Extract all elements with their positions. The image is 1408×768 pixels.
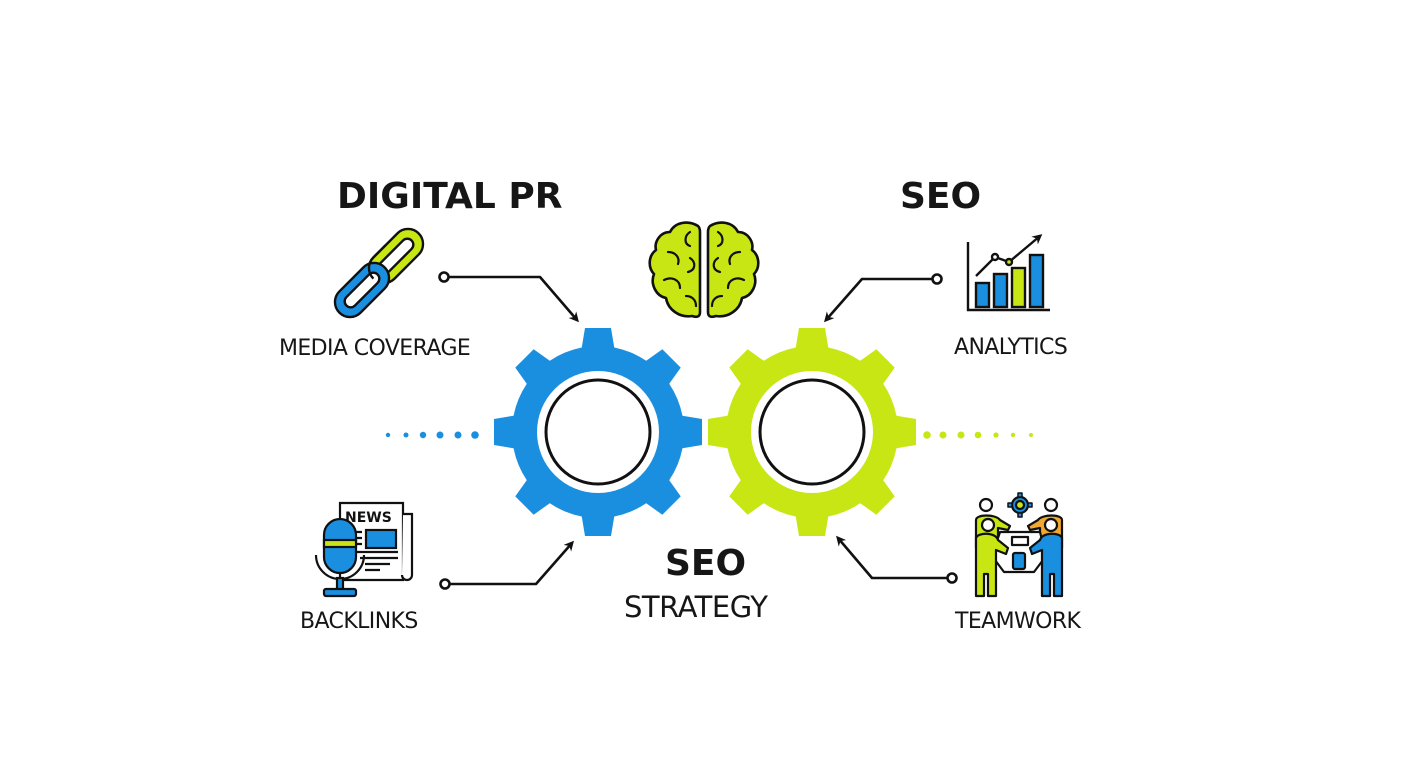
brain-icon	[648, 221, 760, 319]
seo-heading: SEO	[900, 176, 982, 217]
svg-text:NEWS: NEWS	[345, 510, 392, 526]
chain-link-icon	[333, 227, 425, 319]
news-microphone-icon: NEWS	[314, 501, 414, 598]
media-coverage-label: MEDIA COVERAGE	[279, 336, 471, 361]
backlinks-label: BACKLINKS	[300, 609, 418, 634]
connector-media-coverage	[438, 271, 579, 323]
center-seo-title: SEO	[665, 543, 747, 584]
center-strategy-subtitle: STRATEGY	[624, 590, 768, 624]
analytics-label: ANALYTICS	[954, 335, 1068, 360]
teamwork-label: TEAMWORK	[955, 609, 1081, 634]
digital-pr-gear	[494, 328, 702, 536]
connector-teamwork	[836, 535, 958, 584]
left-dotted-line	[385, 431, 479, 439]
digital-pr-heading: DIGITAL PR	[337, 176, 563, 217]
right-dotted-line	[923, 431, 1033, 439]
connector-backlinks	[439, 540, 574, 590]
connector-analytics	[824, 273, 943, 323]
bar-chart-icon	[966, 234, 1050, 312]
team-collaboration-icon	[974, 492, 1064, 598]
seo-gear	[708, 328, 916, 536]
